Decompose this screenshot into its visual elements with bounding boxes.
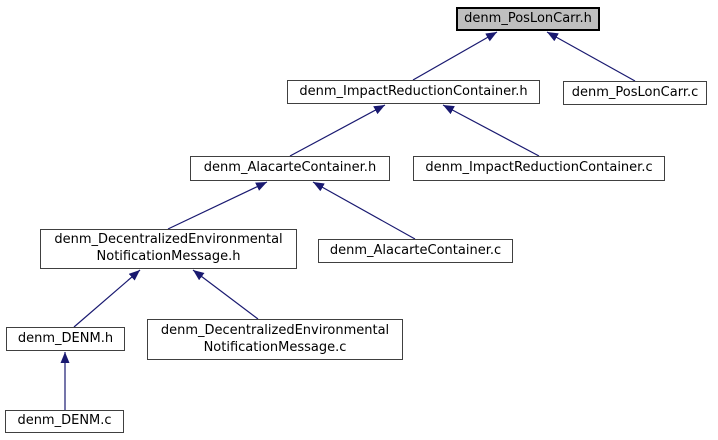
graph-node-label: denm_AlacarteContainer.c [329,242,502,258]
include-edge-denm_DecentralizedEnvironmentalNotificationMessage_c-to-denm_DecentralizedEnvironmentalNotificationMessage_h [192,269,259,320]
graph-node-label: denm_DENM.c [17,413,112,429]
graph-node-denm_ImpactReductionContainer_h[interactable]: denm_ImpactReductionContainer.h [287,80,540,104]
graph-node-denm_DENM_h[interactable]: denm_DENM.h [6,327,125,351]
include-edge-denm_ImpactReductionContainer_h-to-denm_PosLonCarr_h [412,31,498,81]
graph-node-label: denm_ImpactReductionContainer.h [299,83,528,99]
include-edge-denm_PosLonCarr_c-to-denm_PosLonCarr_h [546,31,636,82]
graph-node-label: denm_DecentralizedEnvironmental [160,322,390,338]
graph-node-label: denm_DENM.h [17,330,114,346]
graph-node-label: NotificationMessage.h [96,249,241,264]
graph-node-label: denm_PosLonCarr.c [571,84,699,100]
graph-node-denm_PosLonCarr_c[interactable]: denm_PosLonCarr.c [563,81,707,105]
graph-node-denm_AlacarteContainer_c[interactable]: denm_AlacarteContainer.c [318,239,513,263]
graph-node-denm_PosLonCarr_h: denm_PosLonCarr.h [456,7,600,31]
include-edge-denm_DENM_h-to-denm_DecentralizedEnvironmentalNotificationMessage_h [73,269,141,328]
graph-node-label: denm_AlacarteContainer.h [203,160,377,176]
include-edge-denm_AlacarteContainer_c-to-denm_AlacarteContainer_h [312,181,416,240]
graph-node-denm_DENM_c[interactable]: denm_DENM.c [5,410,124,433]
graph-node-denm_AlacarteContainer_h[interactable]: denm_AlacarteContainer.h [190,156,390,181]
graph-node-denm_ImpactReductionContainer_c[interactable]: denm_ImpactReductionContainer.c [413,156,665,181]
graph-node-label: denm_ImpactReductionContainer.c [425,160,653,176]
include-edge-denm_AlacarteContainer_h-to-denm_ImpactReductionContainer_h [289,104,386,157]
include-edge-denm_ImpactReductionContainer_c-to-denm_ImpactReductionContainer_h [442,104,540,157]
include-edge-denm_DecentralizedEnvironmentalNotificationMessage_h-to-denm_AlacarteContainer_h [167,181,268,230]
graph-node-label: denm_DecentralizedEnvironmental [54,232,283,248]
graph-node-label: denm_PosLonCarr.h [464,10,592,26]
graph-node-label: NotificationMessage.c [203,339,347,355]
